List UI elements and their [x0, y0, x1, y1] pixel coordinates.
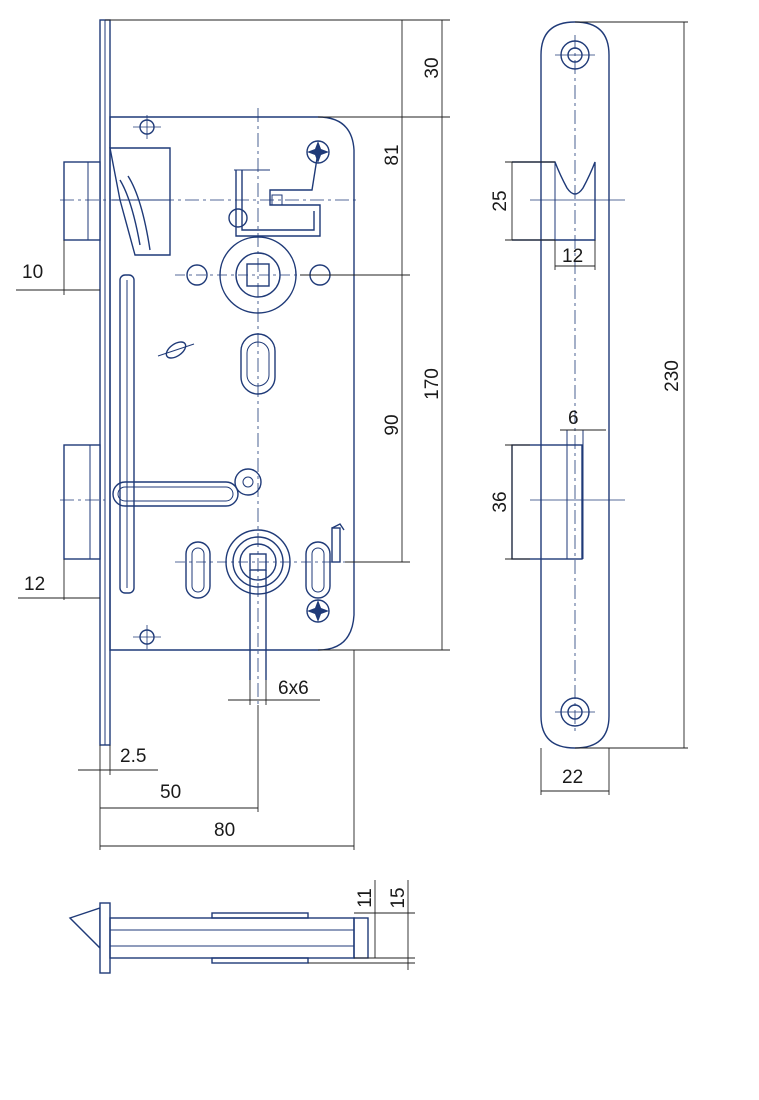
bolt-slot: [112, 481, 239, 507]
dim-15: 15: [388, 887, 409, 908]
dim-81: 81: [382, 144, 403, 165]
dimension-lines-main: [16, 19, 450, 850]
cross-marks: [133, 115, 161, 649]
dim-30: 30: [422, 57, 443, 78]
dim-36: 36: [490, 491, 511, 512]
lock-body-front-view: [60, 19, 358, 746]
dim-6: 6: [568, 408, 579, 429]
strike-plate: [511, 21, 625, 749]
spring-element: [157, 341, 195, 359]
lock-case: [109, 116, 355, 651]
dim-230: 230: [662, 360, 683, 392]
dim-2-5: 2.5: [120, 746, 146, 767]
dim-80: 80: [214, 820, 235, 841]
guide-rod: [119, 274, 135, 594]
strike-screw-top: [555, 40, 595, 70]
dim-90: 90: [382, 414, 403, 435]
dim-50: 50: [160, 782, 181, 803]
dim-170: 170: [422, 368, 443, 400]
dimension-labels-strike: 230 25 12 6 36 22: [490, 190, 683, 788]
latch-recess: [512, 161, 625, 241]
dimension-labels-side: 11 15: [355, 887, 409, 908]
dim-12-bolt: 12: [24, 574, 45, 595]
dimension-lines-side: [308, 880, 415, 970]
dead-bolt: [63, 444, 101, 560]
dimension-lines-strike: [505, 21, 688, 795]
small-hole: [234, 468, 262, 496]
latch-lever: [228, 151, 321, 237]
dim-22: 22: [562, 767, 583, 788]
cylinder-hub: [185, 523, 345, 680]
lock-side-view: [68, 902, 369, 974]
dim-11: 11: [355, 888, 376, 908]
strike-screw-bottom: [555, 697, 595, 727]
dim-10: 10: [22, 262, 43, 283]
screw-bottom: [306, 599, 330, 623]
bolt-recess: [511, 430, 625, 560]
dim-6x6: 6x6: [278, 678, 309, 699]
dim-12-recess: 12: [562, 246, 583, 267]
dimension-labels-main: 30 81 170 90 10 12 6x6 2.5 50 80: [22, 57, 443, 841]
dim-25: 25: [490, 190, 511, 211]
latch-bolt: [63, 147, 171, 256]
